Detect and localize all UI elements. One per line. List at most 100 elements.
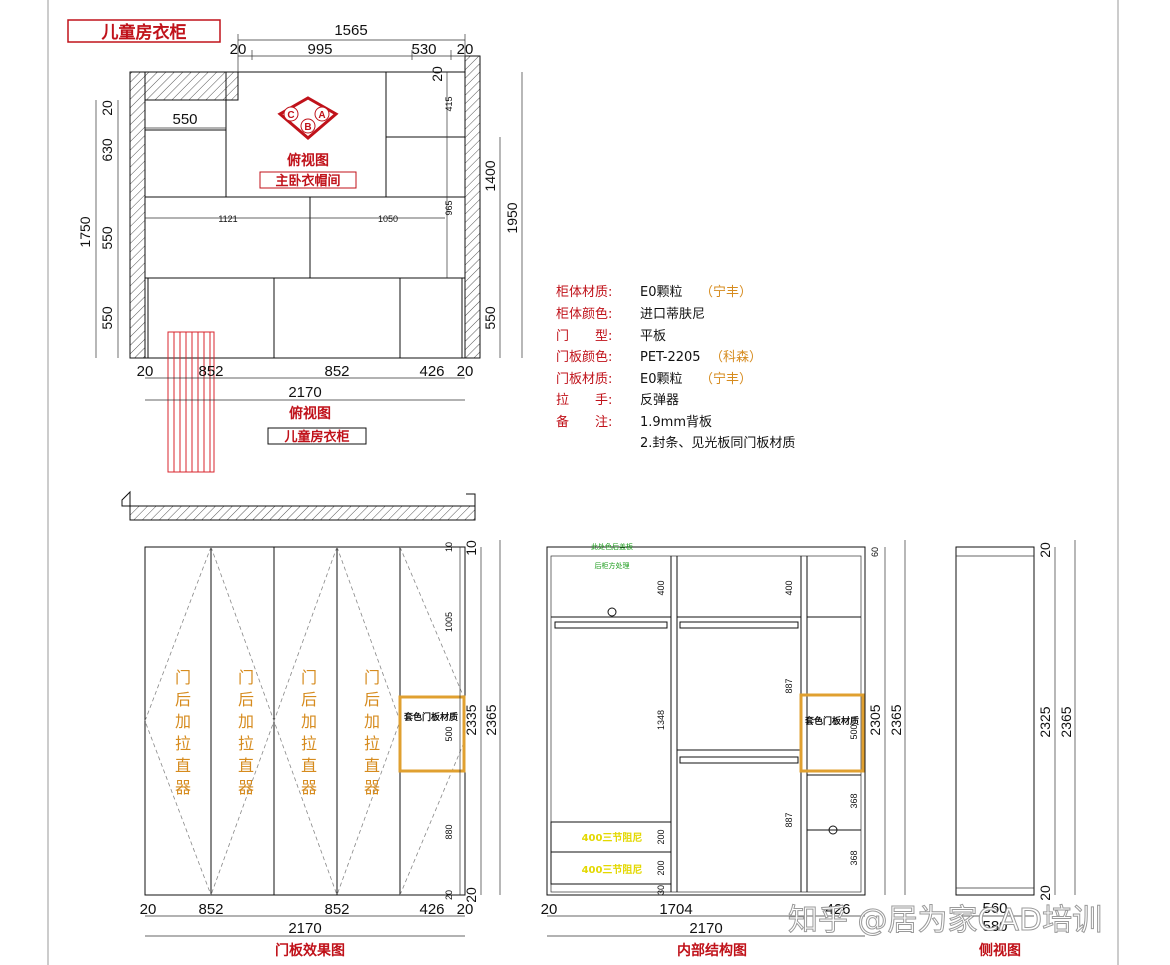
svg-text:（宁丰）: （宁丰）	[700, 371, 752, 387]
svg-text:2365: 2365	[483, 704, 499, 735]
svg-text:852: 852	[198, 901, 223, 918]
svg-text:852: 852	[198, 363, 223, 380]
inner-view-label-bottom: 内部结构图	[677, 942, 747, 958]
dim-1565: 1565	[334, 22, 367, 39]
svg-text:20: 20	[463, 887, 479, 903]
svg-text:20: 20	[444, 890, 454, 900]
inner-box-label: 套色门板材质	[805, 715, 859, 726]
svg-text:580: 580	[982, 918, 1007, 935]
svg-text:500: 500	[444, 726, 454, 741]
svg-text:10: 10	[444, 542, 454, 552]
svg-text:后: 后	[238, 690, 254, 709]
svg-text:200: 200	[656, 829, 666, 844]
svg-text:30: 30	[656, 885, 666, 895]
door-note-4: 门 后 加 拉 直 器	[364, 668, 380, 797]
svg-text:PET-2205: PET-2205	[640, 350, 701, 365]
inner-view-label: 俯视图	[287, 152, 329, 168]
svg-text:A: A	[318, 110, 325, 121]
svg-text:E0颗粒: E0颗粒	[640, 285, 683, 300]
svg-text:直: 直	[238, 756, 254, 775]
wall-right	[464, 55, 481, 359]
side-view: 20 2325 2365 20 560 580 侧视图	[955, 540, 1076, 958]
svg-text:400: 400	[656, 580, 666, 595]
svg-text:C: C	[287, 110, 294, 121]
svg-text:1121: 1121	[218, 214, 237, 224]
svg-text:门: 门	[364, 668, 380, 687]
svg-text:560: 560	[982, 900, 1007, 917]
svg-text:2335: 2335	[463, 704, 479, 735]
door-note-1: 门 后 加 拉 直 器	[175, 668, 191, 797]
svg-text:1750: 1750	[77, 216, 93, 247]
top-view: A B C 俯视图 主卧衣帽间 1565 20 995 530 20 550 1…	[77, 22, 523, 473]
inner-view: 400三节阻尼 400三节阻尼 套色门板材质 此处色后盖板 后柜方处理 400 …	[541, 540, 906, 958]
svg-text:1950: 1950	[504, 202, 520, 233]
title-text: 儿童房衣柜	[101, 22, 187, 42]
svg-text:门: 门	[301, 668, 317, 687]
svg-text:965: 965	[444, 200, 454, 215]
svg-text:20: 20	[457, 901, 474, 918]
svg-text:加: 加	[301, 712, 317, 731]
svg-text:2.封条、见光板同门板材质: 2.封条、见光板同门板材质	[640, 435, 795, 451]
svg-text:852: 852	[324, 363, 349, 380]
svg-text:门: 门	[175, 668, 191, 687]
svg-text:20: 20	[137, 363, 154, 380]
svg-text:852: 852	[324, 901, 349, 918]
svg-text:20: 20	[140, 901, 157, 918]
sub-label-inner: 主卧衣帽间	[275, 173, 340, 188]
svg-text:门板材质:: 门板材质:	[556, 372, 612, 387]
svg-text:20: 20	[457, 363, 474, 380]
title-box	[67, 19, 221, 43]
svg-text:887: 887	[784, 812, 794, 827]
svg-text:1704: 1704	[659, 901, 692, 918]
door-view: 门 后 加 拉 直 器 门 后 加 拉 直 器 门 后 加 拉 直 器 门 后 …	[140, 540, 501, 958]
svg-text:887: 887	[784, 678, 794, 693]
svg-text:加: 加	[238, 712, 254, 731]
svg-text:2170: 2170	[288, 384, 321, 401]
svg-text:2170: 2170	[288, 920, 321, 937]
svg-text:60: 60	[870, 547, 880, 557]
svg-text:20: 20	[230, 41, 247, 58]
svg-text:368: 368	[849, 793, 859, 808]
svg-text:20: 20	[457, 41, 474, 58]
svg-text:E0颗粒: E0颗粒	[640, 372, 683, 387]
svg-text:备 注:: 备 注:	[556, 414, 612, 430]
svg-text:530: 530	[411, 41, 436, 58]
svg-text:426: 426	[419, 363, 444, 380]
svg-text:10: 10	[463, 540, 479, 556]
svg-text:20: 20	[99, 100, 115, 116]
svg-text:20: 20	[1037, 542, 1053, 558]
svg-text:426: 426	[419, 901, 444, 918]
svg-text:368: 368	[849, 850, 859, 865]
svg-text:门 型:: 门 型:	[556, 329, 612, 344]
svg-text:1.9mm背板: 1.9mm背板	[640, 415, 712, 430]
svg-text:200: 200	[656, 860, 666, 875]
svg-text:后: 后	[175, 690, 191, 709]
svg-text:此处色后盖板: 此处色后盖板	[591, 542, 633, 551]
svg-text:880: 880	[444, 824, 454, 839]
top-view-sublabel: 儿童房衣柜	[283, 429, 349, 444]
svg-text:门板颜色:: 门板颜色:	[556, 349, 612, 365]
svg-text:1348: 1348	[656, 710, 666, 730]
door-view-label: 门板效果图	[275, 942, 345, 958]
door-note-3: 门 后 加 拉 直 器	[301, 668, 317, 797]
svg-text:器: 器	[238, 778, 254, 797]
svg-text:400三节阻尼: 400三节阻尼	[582, 831, 643, 844]
svg-text:2170: 2170	[689, 920, 722, 937]
svg-text:20: 20	[541, 901, 558, 918]
door-note-2: 门 后 加 拉 直 器	[238, 668, 254, 797]
svg-text:平板: 平板	[640, 329, 666, 344]
door-box-label: 套色门板材质	[404, 711, 458, 722]
svg-text:550: 550	[99, 306, 115, 330]
svg-text:拉: 拉	[301, 734, 317, 753]
svg-text:后: 后	[301, 690, 317, 709]
svg-text:直: 直	[301, 756, 317, 775]
svg-text:拉: 拉	[364, 734, 380, 753]
svg-text:500: 500	[849, 724, 859, 739]
svg-text:1400: 1400	[482, 160, 498, 191]
svg-text:柜体颜色:: 柜体颜色:	[556, 306, 612, 322]
svg-text:1005: 1005	[444, 612, 454, 632]
svg-text:拉: 拉	[238, 734, 254, 753]
svg-text:柜体材质:: 柜体材质:	[556, 285, 612, 300]
svg-text:后: 后	[364, 690, 380, 709]
